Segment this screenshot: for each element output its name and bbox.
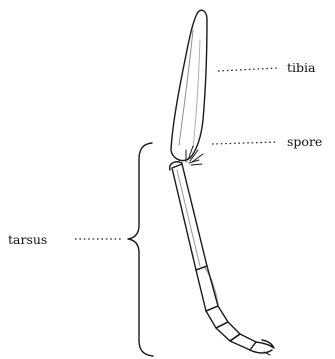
tibia-segment <box>171 10 207 160</box>
tarsus-segments <box>170 162 274 355</box>
tarsus-brace <box>128 143 153 356</box>
tibia-leader <box>218 68 278 71</box>
tarsus-label: tarsus <box>8 232 47 247</box>
spore-label: spore <box>287 134 322 149</box>
tibia-label: tibia <box>287 60 316 75</box>
spore-bristles <box>186 146 203 165</box>
spore-leader <box>212 142 278 144</box>
